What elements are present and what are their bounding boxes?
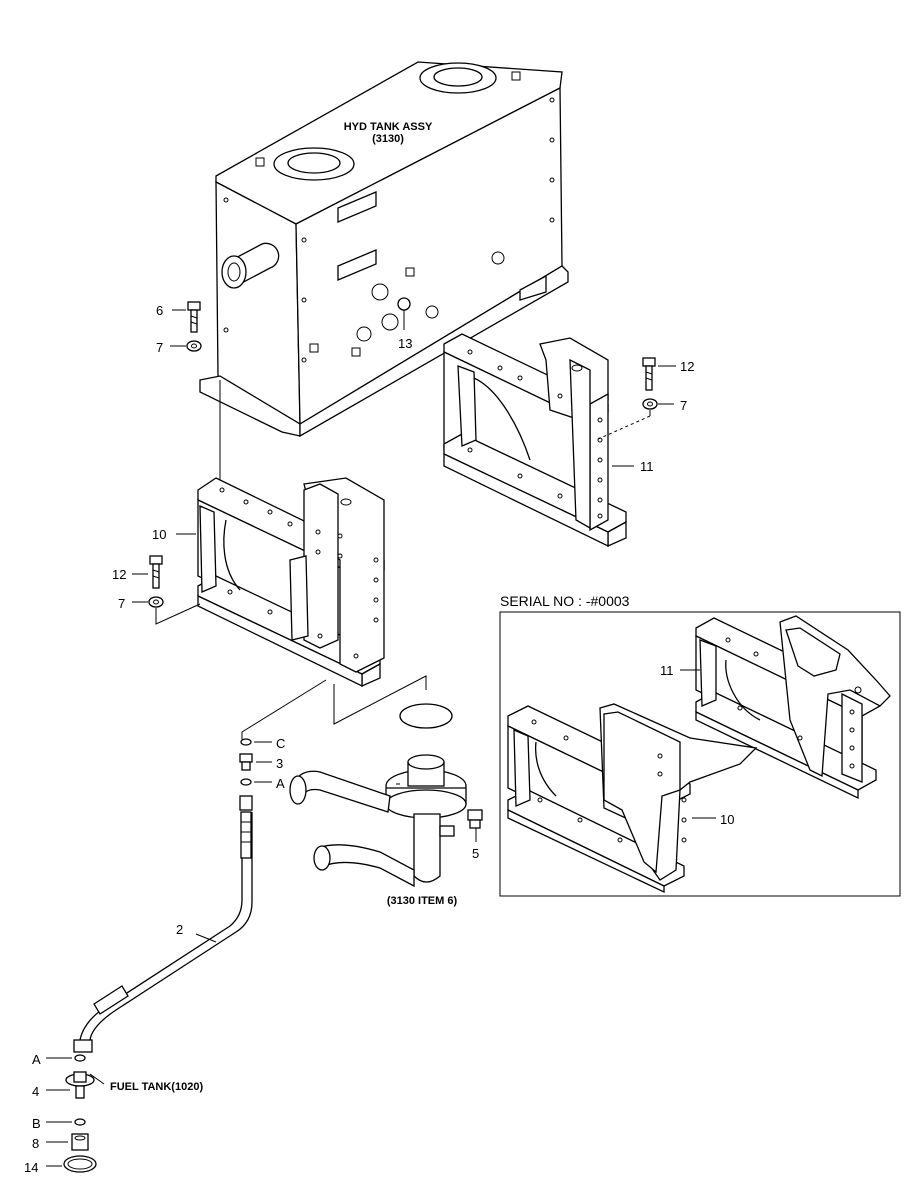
- label-item-5: 5: [472, 846, 479, 861]
- label-item-14: 14: [24, 1160, 38, 1175]
- washer-7-left: 7: [118, 596, 201, 625]
- bracket-11-inset: 11: [660, 615, 891, 800]
- nut-8: 8: [32, 1133, 89, 1151]
- label-item-10-main: 10: [152, 527, 166, 542]
- oring-b: B: [32, 1116, 86, 1131]
- label-item-a-upper: A: [276, 776, 285, 791]
- label-item-4: 4: [32, 1084, 39, 1099]
- hose-2: 2: [73, 795, 253, 1053]
- serial-inset: SERIAL NO : -#0003 11: [499, 593, 901, 897]
- serial-label: SERIAL NO : -#0003: [500, 593, 630, 609]
- label-item-2: 2: [176, 922, 183, 937]
- bolt-6: 6: [156, 301, 201, 333]
- washer-7-upper: 7: [595, 398, 687, 441]
- bracket-10-main: 10: [152, 477, 385, 688]
- label-item-8: 8: [32, 1136, 39, 1151]
- label-item-7-left: 7: [118, 596, 125, 611]
- label-item-12-left: 12: [112, 567, 126, 582]
- bracket-10-inset: 10: [507, 703, 758, 894]
- label-item-a-lower: A: [32, 1052, 41, 1067]
- hyd-tank-title: HYD TANK ASSY: [344, 121, 433, 133]
- plug-5: 5: [467, 809, 483, 861]
- label-item-6: 6: [156, 303, 163, 318]
- washer-7-top: 7: [156, 340, 202, 355]
- label-item-7-upper: 7: [680, 398, 687, 413]
- label-3130-item-6: (3130 ITEM 6): [387, 895, 458, 907]
- connector-4: 4 FUEL TANK(1020): [32, 1071, 203, 1099]
- bolt-12-left: 12: [112, 555, 163, 589]
- hyd-tank-ref: (3130): [372, 133, 404, 145]
- serial-inset-frame: [499, 611, 901, 897]
- label-item-11-inset: 11: [660, 663, 674, 678]
- label-item-c: C: [276, 736, 285, 751]
- ring-14: 14: [24, 1155, 97, 1175]
- label-fuel-tank: FUEL TANK(1020): [110, 1081, 203, 1093]
- bolt-12-upper: 12: [642, 357, 694, 391]
- label-item-12-upper: 12: [680, 359, 694, 374]
- label-item-13: 13: [398, 336, 412, 351]
- label-item-7-top: 7: [156, 340, 163, 355]
- oring-a-lower: A: [32, 1052, 86, 1067]
- label-13-group: 13: [398, 336, 412, 351]
- oring-a-upper: A: [240, 776, 285, 791]
- label-item-11-upper: 11: [640, 459, 654, 474]
- label-item-3: 3: [276, 756, 283, 771]
- oring-c: C: [240, 736, 285, 751]
- hydraulic-tank: HYD TANK ASSY (3130): [199, 61, 569, 438]
- label-item-b: B: [32, 1116, 41, 1131]
- bracket-11-upper: 11: [443, 333, 654, 548]
- strainer-3130-item-6: (3130 ITEM 6): [289, 703, 467, 907]
- label-item-10-inset: 10: [720, 812, 734, 827]
- adapter-3: 3: [239, 753, 283, 771]
